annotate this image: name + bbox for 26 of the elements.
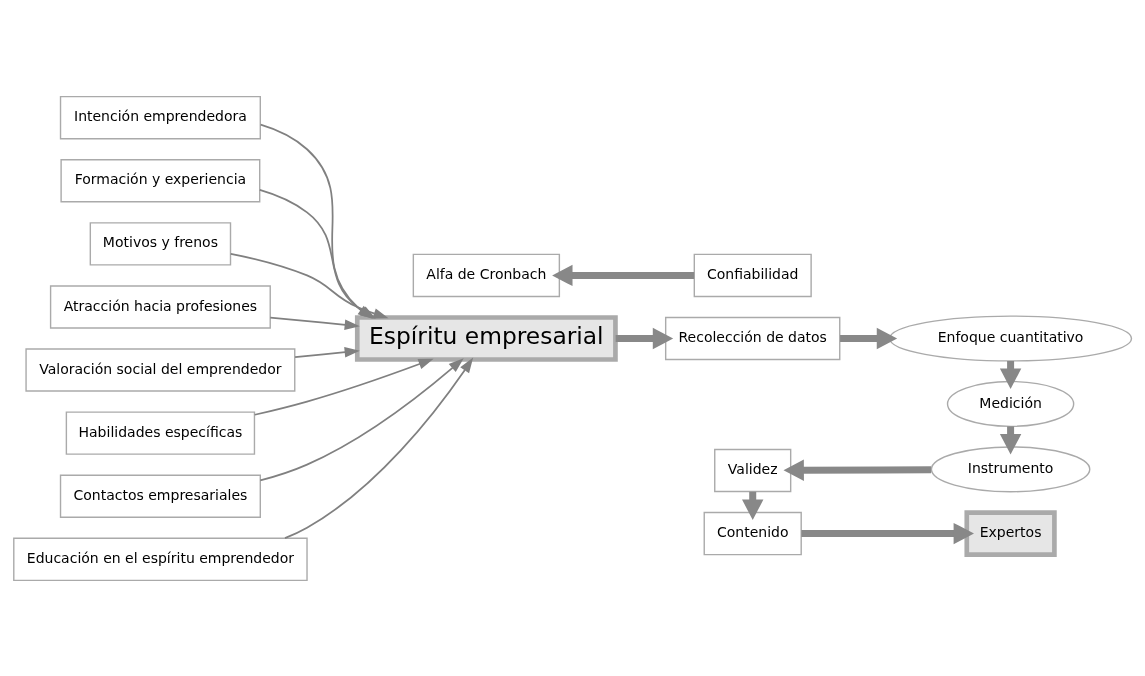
node-box: Contenido xyxy=(703,511,802,555)
node-box: Validez xyxy=(714,448,792,492)
arrow xyxy=(284,357,474,539)
node-box: Espíritu empresarial xyxy=(354,314,618,362)
node-box: Alfa de Cronbach xyxy=(412,253,561,297)
node-box: Atracción hacia profesiones xyxy=(49,284,271,329)
arrow xyxy=(294,346,360,358)
node-box: Valoración social del emprendedor xyxy=(25,347,296,392)
arrow xyxy=(783,459,932,481)
arrow xyxy=(253,358,434,416)
node-box: Formación y experiencia xyxy=(60,158,261,202)
node-box: Educación en el espíritu emprendedor xyxy=(13,537,308,581)
node-box: Intención emprendedora xyxy=(59,95,261,139)
node-ellipse: Enfoque cuantitativo xyxy=(889,314,1133,362)
node-box: Confiabilidad xyxy=(693,253,812,297)
node-box: Motivos y frenos xyxy=(89,221,232,266)
node-ellipse: Medición xyxy=(946,380,1075,427)
node-box: Contactos empresariales xyxy=(59,474,261,518)
arrow xyxy=(259,357,464,481)
node-box: Expertos xyxy=(964,509,1057,557)
node-box: Habilidades específicas xyxy=(65,410,256,455)
arrow xyxy=(269,316,360,330)
arrow xyxy=(615,327,674,349)
node-box: Recolección de datos xyxy=(664,316,841,360)
node-ellipse: Instrumento xyxy=(930,445,1091,492)
arrow xyxy=(552,264,695,286)
